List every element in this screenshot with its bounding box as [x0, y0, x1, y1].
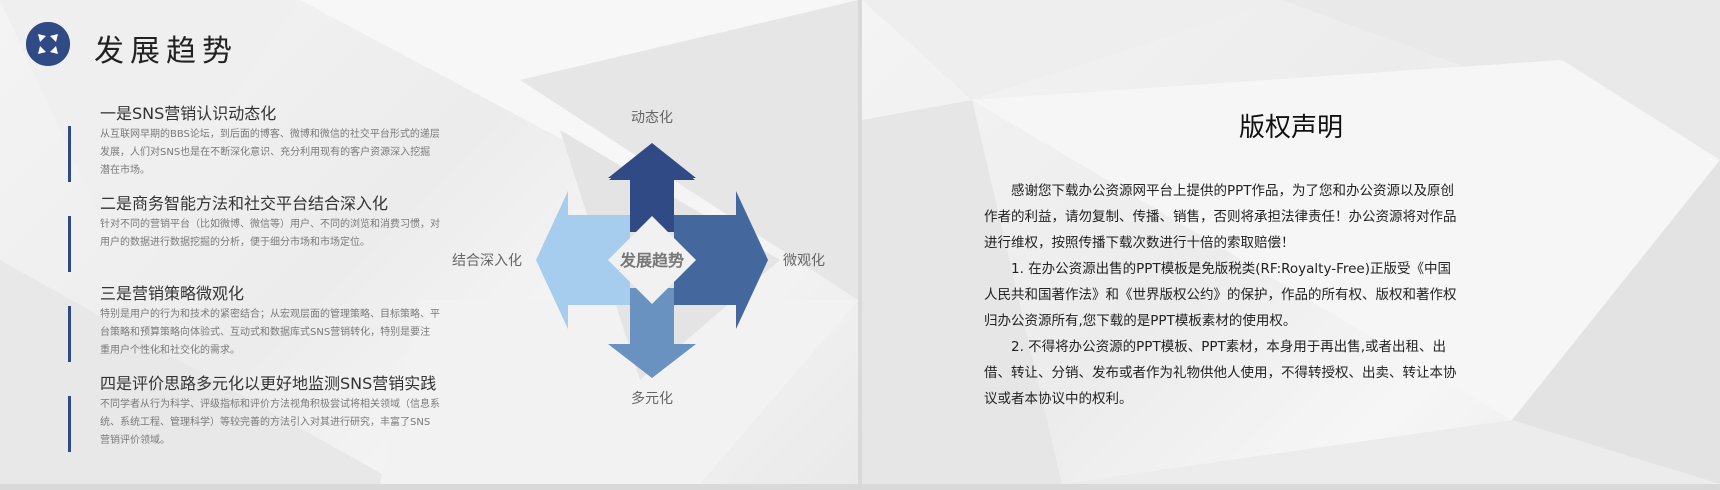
- point-description: 特别是用户的行为和技术的紧密结合；从宏观层面的管理策略、目标策略、平台策略和预算…: [100, 309, 440, 356]
- point-description: 针对不同的营销平台（比如微博、微信等）用户、不同的浏览和消费习惯，对用户的数据进…: [100, 219, 440, 248]
- copyright-paragraph-3: 2. 不得将办公资源的PPT模板、PPT素材，本身用于再出售,或者出租、出借、转…: [984, 339, 1457, 407]
- point-title: 一是SNS营销认识动态化: [100, 104, 277, 123]
- point-title: 三是营销策略微观化: [100, 284, 245, 303]
- page-title: 发展趋势: [94, 34, 238, 69]
- copyright-paragraph-2: 1. 在办公资源出售的PPT模板是免版税类(RF:Royalty-Free)正版…: [984, 261, 1457, 329]
- slide-copyright: 版权声明 感谢您下载办公资源网平台上提供的PPT作品，为了您和办公资源以及原创作…: [862, 0, 1720, 484]
- accent-bar: [68, 396, 71, 452]
- accent-bar: [68, 306, 71, 362]
- accent-bar: [68, 216, 71, 272]
- point-description: 不同学者从行为科学、评级指标和评价方法视角积极尝试将相关领域（信息系统、系统工程…: [100, 399, 440, 446]
- point-title: 二是商务智能方法和社交平台结合深入化: [100, 194, 389, 213]
- slide-trends: 发展趋势 一是SNS营销认识动态化 从互联网早期的BBS论坛，到后面的博客、微博…: [0, 0, 858, 484]
- accent-bar: [68, 126, 71, 182]
- point-description: 从互联网早期的BBS论坛，到后面的博客、微博和微信的社交平台形式的递层发展，人们…: [100, 129, 440, 176]
- arrows-inward-icon: [26, 22, 70, 66]
- copyright-body: 感谢您下载办公资源网平台上提供的PPT作品，为了您和办公资源以及原创作者的利益，…: [984, 178, 1464, 412]
- background-polygons: [862, 0, 1720, 484]
- copyright-title: 版权声明: [1238, 113, 1343, 143]
- copyright-paragraph-1: 感谢您下载办公资源网平台上提供的PPT作品，为了您和办公资源以及原创作者的利益，…: [984, 183, 1457, 251]
- point-title: 四是评价思路多元化以更好地监测SNS营销实践: [100, 374, 437, 393]
